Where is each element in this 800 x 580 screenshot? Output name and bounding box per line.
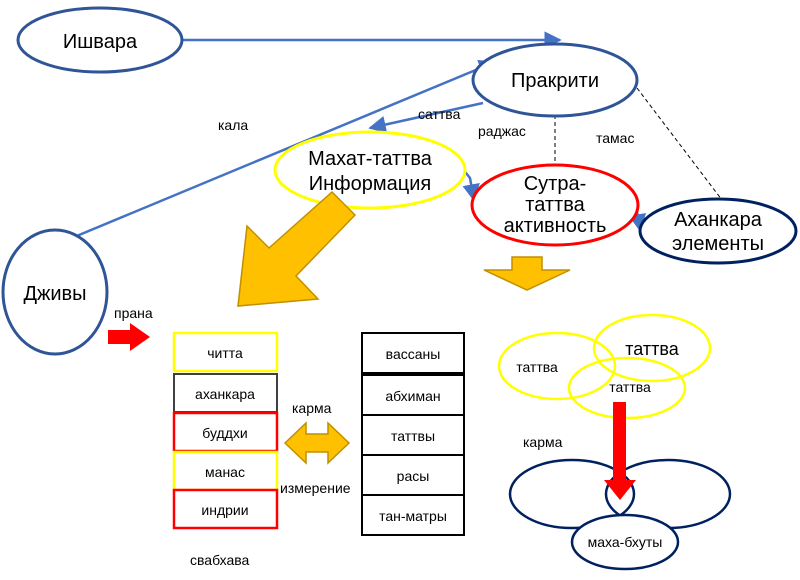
label-sattva: саттва: [418, 106, 461, 122]
label-svabhava: свабхава: [190, 552, 250, 568]
node-prakriti: [471, 42, 639, 118]
tattva-circle-left: [497, 331, 617, 401]
left-stack-text-indrii: индрии: [201, 502, 248, 518]
tattva-label-top-right: таттва: [625, 339, 680, 359]
middle-stack-cell-tattvy: [361, 414, 465, 456]
node-jivy: [1, 228, 109, 356]
middle-stack-text-rasy: расы: [397, 468, 430, 484]
left-stack-cell-indrii: [172, 488, 279, 530]
node-sutra-label-1: Сутра-: [524, 173, 587, 195]
red-arrow-prana: [108, 323, 150, 351]
arrow-jivy-prakriti-kala: [54, 59, 497, 247]
left-stack-text-manas: манас: [205, 464, 245, 480]
label-karma-right: карма: [523, 434, 563, 450]
label-prana: прана: [114, 305, 153, 321]
middle-stack-text-vassany: вассаны: [386, 346, 441, 362]
dashed-line-tamas: [636, 87, 723, 201]
middle-stack-text-tattvy: таттвы: [391, 428, 435, 444]
label-radzhas: раджас: [478, 123, 526, 139]
node-sutra-tattva: [470, 163, 640, 247]
node-prakriti-label: Пракрити: [511, 70, 599, 92]
middle-stack-text-tan-matry: тан-матры: [379, 508, 447, 524]
left-stack-cell-ahankara: [173, 373, 278, 413]
left-stack-text-buddhi: буддхи: [202, 425, 247, 441]
left-stack-text-chitta: читта: [207, 345, 243, 361]
gold-double-arrow: [283, 421, 351, 465]
arrow-prakriti-mahat: [368, 101, 484, 134]
label-tamas: тамас: [596, 130, 634, 146]
node-ahankara-label-1: Аханкара: [674, 209, 763, 231]
left-stack-text-ahankara: аханкара: [195, 386, 255, 402]
label-izmerenie: измерение: [280, 480, 351, 496]
node-ishvara: [16, 6, 184, 74]
node-mahat-label-2: Информация: [309, 173, 431, 195]
node-ahankara-label-2: элементы: [672, 233, 764, 255]
tattva-label-left: таттва: [516, 359, 558, 375]
middle-stack-cell-abhiman: [361, 374, 465, 416]
gold-arrow-diagonal: [237, 190, 357, 307]
tattva-circle-bottom: [567, 356, 687, 420]
gold-arrow-down: [483, 256, 571, 291]
node-jivy-label: Дживы: [23, 283, 86, 305]
bhuta-circle-bottom: [570, 513, 680, 571]
node-ahankara: [638, 197, 798, 265]
bhuta-circle-left: [508, 458, 636, 530]
left-stack-cell-chitta: [172, 331, 279, 373]
maha-bhuty-label: маха-бхуты: [588, 534, 663, 550]
node-ishvara-label: Ишвара: [63, 31, 138, 53]
label-kala: кала: [218, 117, 248, 133]
middle-stack-cell-tan-matry: [361, 494, 465, 536]
middle-stack-cell-vassany: [361, 332, 465, 374]
node-sutra-label-3: активность: [504, 215, 607, 237]
tattva-label-bottom: таттва: [609, 379, 651, 395]
middle-stack-text-abhiman: абхиман: [385, 388, 440, 404]
red-arrow-down: [604, 402, 636, 500]
label-karma-center: карма: [292, 400, 332, 416]
node-mahat-label-1: Махат-таттва: [308, 148, 433, 170]
node-mahat-tattva: [273, 130, 467, 210]
node-sutra-label-2: таттва: [525, 194, 585, 216]
tattva-circle-top-right: [592, 313, 712, 383]
